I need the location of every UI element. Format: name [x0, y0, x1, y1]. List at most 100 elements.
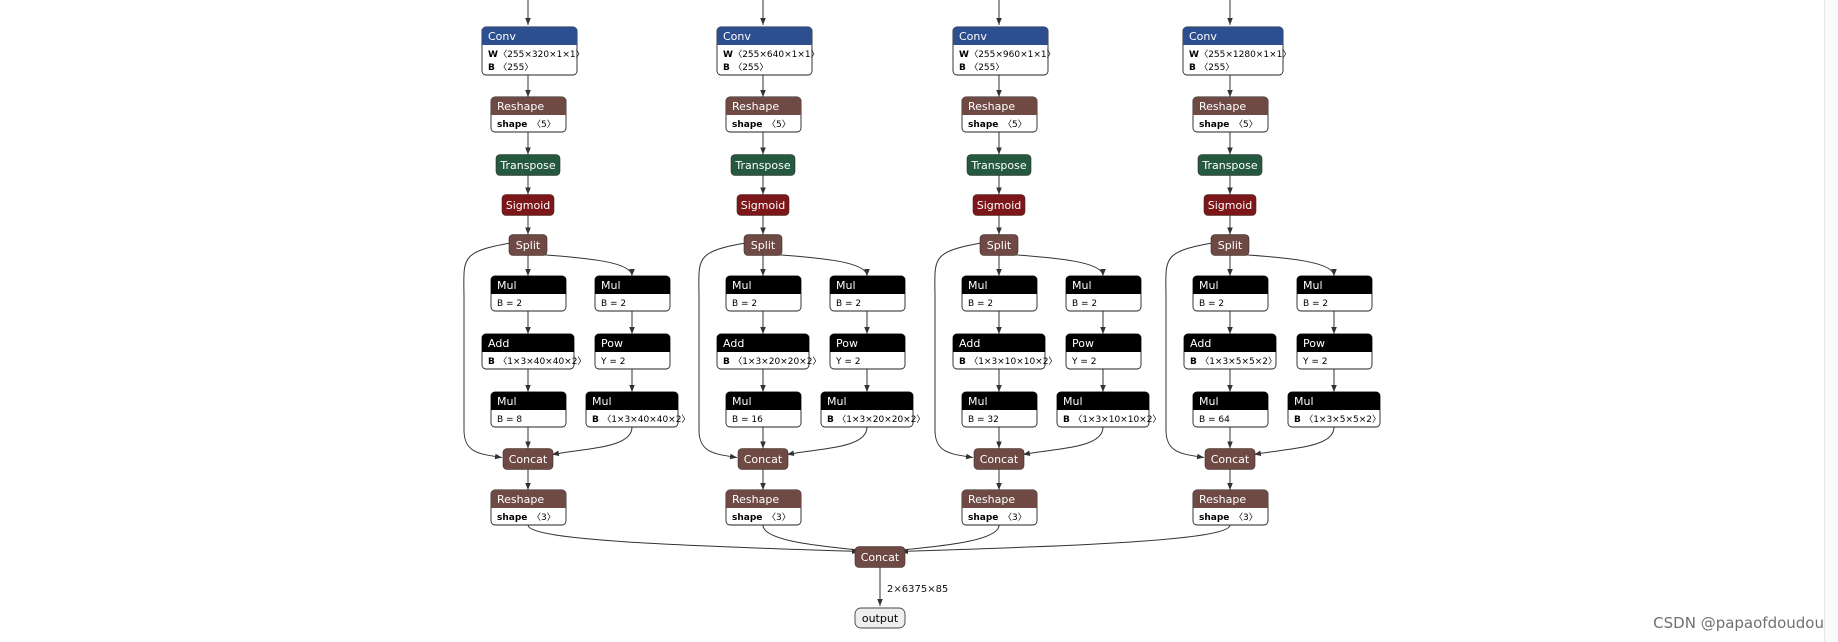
sigmoid-node[interactable]: Sigmoid [1203, 194, 1257, 216]
transpose-node[interactable]: Transpose [730, 154, 796, 176]
node-title: Split [516, 239, 541, 252]
concat-node[interactable]: Concat [1204, 448, 1256, 470]
edge [774, 254, 870, 277]
watermark: CSDN @papaofdoudou [1653, 614, 1824, 632]
attr-key: B [723, 357, 730, 367]
node-title: Mul [1072, 279, 1092, 292]
split-node[interactable]: Split [979, 234, 1019, 256]
node-title: Reshape [497, 100, 544, 113]
final-concat-node[interactable]: Concat [854, 546, 906, 568]
attr-key: shape [497, 120, 527, 130]
attr-value: 〈1×3×40×40×2〉 [498, 356, 586, 367]
node-title: Add [959, 337, 980, 350]
transpose-node[interactable]: Transpose [1197, 154, 1263, 176]
attr-key: shape [968, 120, 998, 130]
attr-key: W [723, 50, 733, 60]
attr-value: 〈255×960×1×1〉 [969, 49, 1055, 60]
split-node[interactable]: Split [743, 234, 783, 256]
attr-value: B = 2 [1303, 299, 1328, 309]
edge [698, 242, 749, 460]
sigmoid-node[interactable]: Sigmoid [972, 194, 1026, 216]
node-title: Concat [861, 551, 900, 564]
output-node[interactable]: output [854, 607, 906, 629]
node-title: output [862, 612, 899, 625]
attr-key: W [959, 50, 969, 60]
node-title: Conv [488, 30, 516, 43]
attr-value: 〈1×3×5×5×2〉 [1200, 356, 1277, 367]
node-title: Sigmoid [1208, 199, 1253, 212]
attr-value: 〈255〉 [1199, 62, 1234, 73]
node-title: Add [488, 337, 509, 350]
concat-node[interactable]: Concat [502, 448, 554, 470]
node-title: Mul [1063, 395, 1083, 408]
node-title: Split [987, 239, 1012, 252]
attr-key: B [959, 357, 966, 367]
attr-value: B = 64 [1199, 415, 1230, 425]
transpose-node[interactable]: Transpose [966, 154, 1032, 176]
reshape-node[interactable]: Reshape shape 〈5〉 [490, 96, 567, 133]
attr-key: shape [1199, 120, 1229, 130]
edge-label: 2×6375×85 [887, 584, 948, 595]
node-title: Concat [1211, 453, 1250, 466]
node-title: Mul [827, 395, 847, 408]
sigmoid-node[interactable]: Sigmoid [501, 194, 555, 216]
attr-value: 〈5〉 [532, 119, 556, 130]
transpose-node[interactable]: Transpose [495, 154, 561, 176]
attr-value: Y = 2 [835, 357, 861, 367]
edge [1022, 426, 1104, 457]
node-title: Reshape [1199, 493, 1246, 506]
edge [762, 524, 874, 554]
attr-value: B = 2 [732, 299, 757, 309]
attr-value: 〈3〉 [767, 512, 791, 523]
split-node[interactable]: Split [1210, 234, 1250, 256]
vertical-scrollbar[interactable] [1824, 0, 1838, 642]
node-title: Mul [1199, 279, 1219, 292]
attr-key: shape [732, 513, 762, 523]
attr-value: B = 8 [497, 415, 522, 425]
concat-node[interactable]: Concat [737, 448, 789, 470]
node-title: Conv [959, 30, 987, 43]
concat-node[interactable]: Concat [973, 448, 1025, 470]
edge [786, 426, 868, 457]
attr-key: B [1063, 415, 1070, 425]
split-node[interactable]: Split [508, 234, 548, 256]
attr-value: B = 2 [601, 299, 626, 309]
sigmoid-node[interactable]: Sigmoid [736, 194, 790, 216]
edge [1253, 426, 1335, 457]
